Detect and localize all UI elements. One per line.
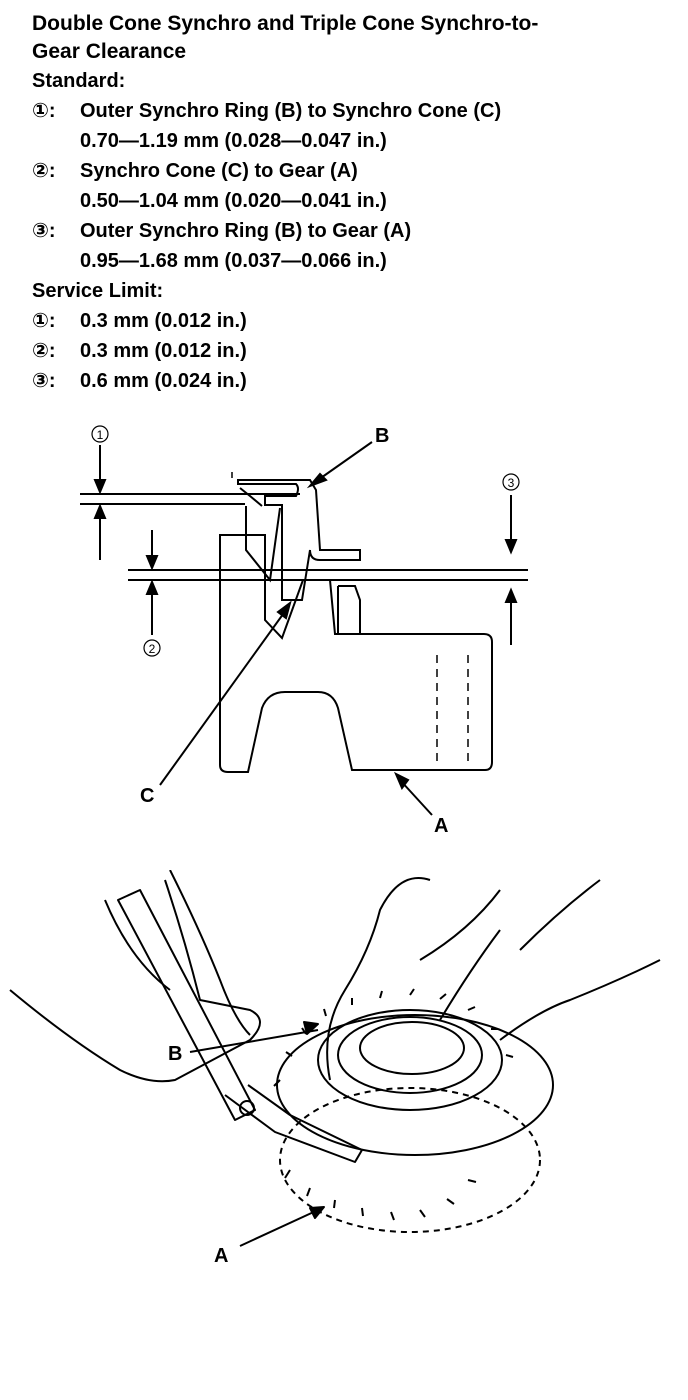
standard-item-3: ③: Outer Synchro Ring (B) to Gear (A) [32, 216, 672, 246]
diagram-label-b: B [375, 425, 389, 447]
gear-teeth [273, 988, 514, 1221]
limit-item-1: ①: 0.3 mm (0.012 in.) [32, 306, 672, 336]
feeler-gauge [117, 889, 256, 1121]
callout-3-digit: 3 [508, 476, 515, 490]
standard-label-3: Outer Synchro Ring (B) to Gear (A) [80, 220, 412, 242]
callout-1-digit: 1 [97, 428, 104, 442]
standard-label-2: Synchro Cone (C) to Gear (A) [80, 160, 358, 182]
standard-marker-3: ③: [32, 220, 56, 242]
limit-item-2: ②: 0.3 mm (0.012 in.) [32, 336, 672, 366]
standard-marker-2: ②: [32, 160, 56, 182]
title-line-2: Gear Clearance [32, 40, 187, 63]
photo-label-b: B [168, 1043, 182, 1065]
outer-synchro-ring [237, 479, 361, 601]
gear-body [219, 534, 493, 773]
right-hand [326, 877, 431, 1081]
limit-marker-3: ③: [32, 370, 56, 392]
diagram-label-a: A [434, 815, 448, 837]
limit-value-3: 0.6 mm (0.024 in.) [80, 370, 247, 392]
synchro-cone [245, 506, 281, 583]
standard-value-1: 0.70—1.19 mm (0.028—0.047 in.) [80, 130, 387, 152]
diagram-label-c: C [140, 785, 154, 807]
standard-value-3: 0.95—1.68 mm (0.037—0.066 in.) [80, 250, 387, 272]
standard-item-1: ①: Outer Synchro Ring (B) to Synchro Con… [32, 96, 672, 126]
synchro-ring [317, 1009, 503, 1111]
standard-heading: Standard: [32, 70, 126, 92]
service-limit-heading: Service Limit: [32, 280, 164, 302]
limit-item-3: ③: 0.6 mm (0.024 in.) [32, 366, 672, 396]
clearance-diagram: ① B C A 1 2 3 [80, 425, 528, 837]
left-hand [9, 879, 261, 1083]
photo-label-a: A [214, 1245, 228, 1267]
measurement-illustration: B A [9, 870, 661, 1267]
standard-value-2: 0.50—1.04 mm (0.020—0.041 in.) [80, 190, 387, 212]
gear-outer [276, 1014, 554, 1156]
standard-label-1: Outer Synchro Ring (B) to Synchro Cone (… [80, 100, 502, 122]
standard-marker-1: ①: [32, 100, 56, 122]
title-line-1: Double Cone Synchro and Triple Cone Sync… [32, 12, 539, 35]
limit-marker-2: ②: [32, 340, 56, 362]
limit-value-1: 0.3 mm (0.012 in.) [80, 310, 247, 332]
limit-value-2: 0.3 mm (0.012 in.) [80, 340, 247, 362]
standard-item-2: ②: Synchro Cone (C) to Gear (A) [32, 156, 672, 186]
limit-marker-1: ①: [32, 310, 56, 332]
spec-text-block: Double Cone Synchro and Triple Cone Sync… [32, 10, 672, 396]
callout-2-digit: 2 [149, 642, 156, 656]
